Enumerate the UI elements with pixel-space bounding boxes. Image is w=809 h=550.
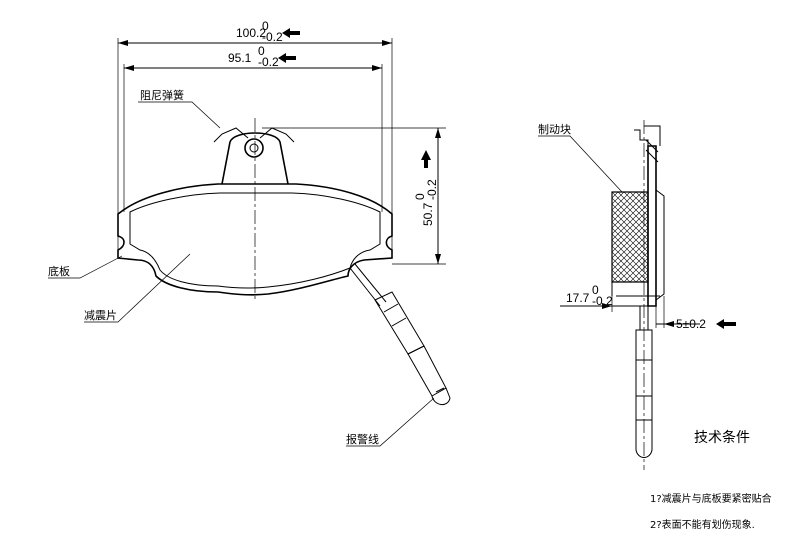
svg-text:0: 0 bbox=[258, 44, 265, 58]
svg-text:-0.2: -0.2 bbox=[592, 294, 613, 308]
svg-text:0: 0 bbox=[413, 193, 427, 200]
label-warning-wire: 报警线 bbox=[346, 432, 379, 446]
spring-mount bbox=[221, 132, 289, 185]
svg-text:-0.2: -0.2 bbox=[425, 179, 439, 200]
tech-requirement-item: 1?减震片与底板要紧密贴合 bbox=[650, 492, 772, 505]
tech-requirements-title: 技术条件 bbox=[694, 429, 750, 446]
dim-height: 50.7 bbox=[421, 202, 435, 226]
label-brake-block: 制动块 bbox=[538, 123, 571, 136]
backing-plate-outline bbox=[117, 183, 393, 296]
dim-sensor-offset: 5±0.2 bbox=[676, 317, 706, 331]
dim-outer-width: 100.2 bbox=[236, 26, 266, 40]
svg-text:0: 0 bbox=[262, 19, 269, 33]
spring-mount-hole bbox=[244, 138, 264, 158]
svg-text:0: 0 bbox=[592, 283, 599, 297]
dim-flag-icon bbox=[282, 28, 300, 38]
dim-flag-icon bbox=[278, 53, 296, 63]
label-damping-spring: 阻尼弹簧 bbox=[140, 88, 184, 102]
dim-inner-width: 95.1 bbox=[228, 51, 252, 65]
brake-block-section bbox=[611, 191, 649, 283]
svg-text:-0.2: -0.2 bbox=[262, 30, 283, 44]
dim-flag-icon bbox=[716, 319, 736, 329]
damping-spring bbox=[213, 127, 295, 143]
label-shim: 减震片 bbox=[84, 309, 117, 322]
tech-requirement-item: 2?表面不能有划伤现象. bbox=[650, 518, 755, 531]
svg-text:-0.2: -0.2 bbox=[258, 55, 279, 69]
front-view bbox=[48, 38, 451, 447]
dim-thickness: 17.7 bbox=[566, 291, 590, 305]
warning-wire bbox=[349, 263, 451, 405]
dim-flag-icon bbox=[421, 150, 431, 168]
label-backing-plate: 底板 bbox=[48, 264, 70, 278]
shim-outline bbox=[129, 192, 381, 289]
side-view bbox=[538, 120, 700, 470]
